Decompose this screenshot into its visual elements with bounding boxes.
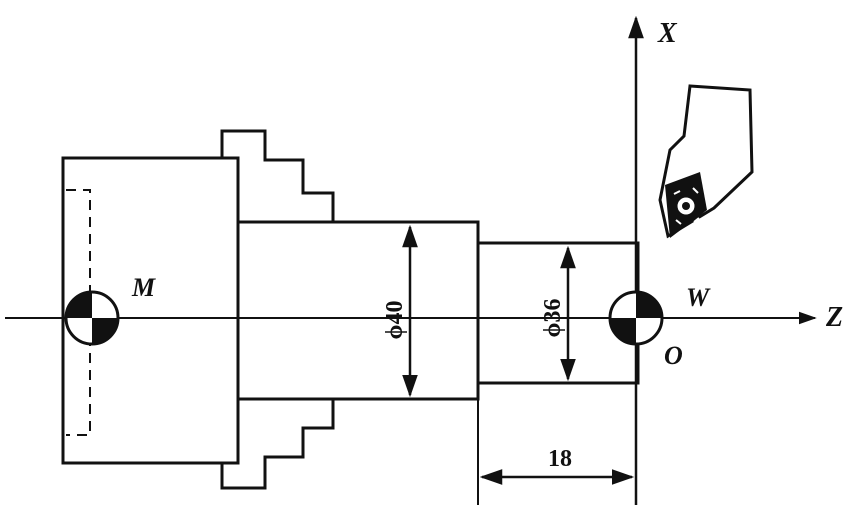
dim-text-small-diameter: ϕ36 xyxy=(540,299,566,338)
label-x-axis: X xyxy=(657,18,678,49)
chuck-jaw-top xyxy=(220,129,335,222)
machine-origin-symbol xyxy=(64,290,120,346)
label-workpiece-origin: W xyxy=(686,283,711,312)
chuck-face-dashed xyxy=(66,189,91,436)
label-program-origin: O xyxy=(664,341,683,370)
dim-text-length: 18 xyxy=(548,446,572,472)
workpiece-origin-symbol xyxy=(608,290,664,346)
chuck-jaw-bottom xyxy=(220,399,335,490)
workpiece-large-section xyxy=(236,220,480,401)
label-z-axis: Z xyxy=(825,302,843,333)
cutting-tool xyxy=(658,84,754,239)
label-machine-origin: M xyxy=(131,273,156,302)
dim-text-large-diameter: ϕ40 xyxy=(382,301,408,340)
